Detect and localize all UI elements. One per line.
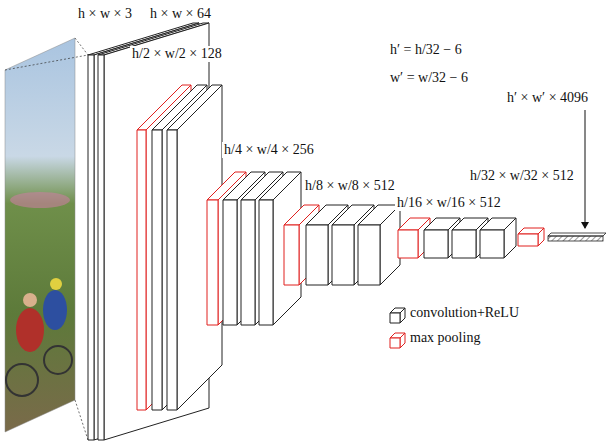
conv-block bbox=[480, 218, 516, 258]
conv-block-face bbox=[273, 172, 301, 325]
input-photo bbox=[5, 38, 75, 432]
dimension-label: h × w × 64 bbox=[148, 6, 213, 22]
legend-text: convolution+ReLU bbox=[410, 305, 519, 321]
max-pooling-block-face bbox=[207, 200, 218, 325]
conv-block-face bbox=[177, 85, 222, 410]
conv-block-face bbox=[223, 200, 237, 325]
dimension-label: h/4 × w/4 × 256 bbox=[222, 142, 316, 158]
legend-conv-icon-face bbox=[390, 313, 400, 323]
max-pooling-block-face bbox=[137, 130, 146, 410]
conv-block-face bbox=[88, 55, 94, 440]
conv-block-face bbox=[306, 225, 328, 285]
output-bar-top bbox=[548, 233, 606, 236]
output-bar bbox=[548, 236, 603, 241]
legend-conv-icon bbox=[390, 308, 405, 323]
dimension-label: h/32 × w/32 × 512 bbox=[468, 168, 576, 184]
conv-block-face bbox=[98, 55, 104, 440]
conv-block bbox=[358, 205, 400, 285]
projection-lines bbox=[5, 38, 88, 440]
max-pooling-block-face bbox=[518, 234, 538, 246]
conv-block-face bbox=[241, 200, 255, 325]
formula-label: h′ = h/32 − 6 bbox=[388, 42, 464, 58]
formula-label: w′ = w/32 − 6 bbox=[388, 70, 470, 86]
conv-block-face bbox=[380, 205, 400, 285]
legend-pool-icon-face bbox=[390, 338, 400, 348]
conv-block-face bbox=[167, 130, 177, 410]
max-pooling-block-face bbox=[284, 225, 299, 285]
dimension-label: h′ × w′ × 4096 bbox=[505, 90, 590, 106]
legend-pool-icon-face bbox=[400, 333, 405, 348]
conv-block-face bbox=[452, 230, 476, 258]
legend-pool-icon bbox=[390, 333, 405, 348]
max-pooling-block bbox=[518, 228, 544, 246]
dimension-label: h/16 × w/16 × 512 bbox=[395, 195, 503, 211]
max-pooling-block-face bbox=[398, 230, 418, 258]
max-pooling-block-face bbox=[538, 228, 544, 246]
layer-blocks bbox=[88, 23, 544, 440]
conv-block-face bbox=[480, 230, 504, 258]
dimension-label: h/8 × w/8 × 512 bbox=[303, 178, 397, 194]
conv-block-face bbox=[152, 130, 162, 410]
conv-block bbox=[167, 85, 222, 410]
legend-text: max pooling bbox=[410, 330, 480, 346]
conv-block-face bbox=[504, 218, 516, 258]
dimension-label: h × w × 3 bbox=[76, 6, 134, 22]
leader-arrow bbox=[585, 110, 586, 228]
legend-conv-icon-face bbox=[400, 308, 405, 323]
conv-block-face bbox=[259, 200, 273, 325]
conv-block-face bbox=[424, 230, 448, 258]
dimension-label: h/2 × w/2 × 128 bbox=[130, 46, 224, 62]
conv-block-face bbox=[332, 225, 354, 285]
conv-block-face bbox=[358, 225, 380, 285]
conv-block bbox=[259, 172, 301, 325]
